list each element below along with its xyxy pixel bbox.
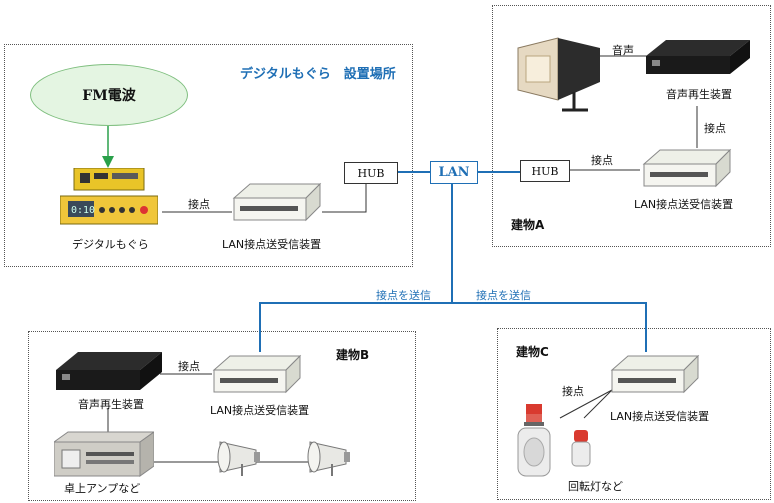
rotating-lamp-large [512,402,556,482]
building-b-contact-label: 接点 [178,360,200,373]
audio-player-a [646,38,750,78]
svg-text:0:10: 0:10 [71,205,95,216]
lan-label: LAN [438,165,470,180]
site-hub-label: HUB [357,166,385,180]
building-a-lan-device [640,146,734,190]
building-a-hub: HUB [520,160,570,182]
building-a-player-label: 音声再生装置 [666,88,732,101]
building-c-lan-device-label: LAN接点送受信装置 [610,410,710,423]
rotating-lamp-icon [571,430,591,467]
building-a-lan-device-label: LAN接点送受信装置 [634,198,734,211]
fm-label: FM電波 [82,88,136,104]
send-label-c: 接点を送信 [476,289,531,302]
building-a-region [492,5,771,247]
fm-radio-ellipse: FM電波 [30,64,188,126]
rotating-lamp-icon [517,404,551,477]
audio-player-icon [56,352,162,390]
horn-speaker-icon [307,441,350,476]
audio-player-b [56,350,162,394]
audio-player-icon [646,40,750,74]
digital-mogura-device: 0:10 [59,167,159,226]
site-hub-wire [322,184,367,213]
desktop-amp [52,430,156,478]
building-b-title: 建物B [336,348,370,362]
amplifier-icon [52,431,156,477]
building-c-lan-device [608,352,702,396]
lan-box: LAN [430,161,478,184]
lan-device-icon [610,354,700,394]
horn-speaker-icon [217,441,260,476]
building-c-contact-label: 接点 [562,385,584,398]
building-a-contact-label-2: 接点 [704,122,726,135]
horn-speaker-icon [517,37,600,112]
lan-device-icon [232,182,322,222]
building-b-lan-device-label: LAN接点送受信装置 [210,404,310,417]
building-b-region [28,331,416,501]
lan-device-icon [212,354,302,394]
site-title: デジタルもぐら 設置場所 [240,67,396,82]
building-b-player-label: 音声再生装置 [78,398,144,411]
building-b-amp-label: 卓上アンプなど [64,482,141,495]
horn-speaker-b1 [216,436,262,478]
send-label-b: 接点を送信 [376,289,431,302]
lan-device-icon [642,148,732,188]
site-region [4,44,413,267]
c-wire-2 [583,389,613,419]
building-a-title: 建物A [511,218,545,232]
digital-mogura-icon: 0:10 [59,167,159,225]
building-c-lamp-label: 回転灯など [568,480,623,493]
rotating-lamp-small [570,428,592,470]
building-a-sound-label: 音声 [612,44,634,57]
building-c-region [497,328,771,500]
lan-branch-b [259,302,452,352]
site-contact-label: 接点 [188,198,210,211]
building-a-hub-label: HUB [531,164,559,178]
building-b-lan-device [210,352,304,396]
lan-branch-c [452,302,647,352]
site-lan-device-label: LAN接点送受信装置 [222,238,322,251]
mogura-label: デジタルもぐら [72,238,149,251]
horn-speaker-b2 [306,436,352,478]
building-a-contact-label-1: 接点 [591,154,613,167]
horn-speaker-a [512,34,602,112]
building-c-title: 建物C [516,345,549,359]
site-hub: HUB [344,162,398,184]
site-lan-device [230,180,324,224]
c-wire-1 [559,389,613,419]
